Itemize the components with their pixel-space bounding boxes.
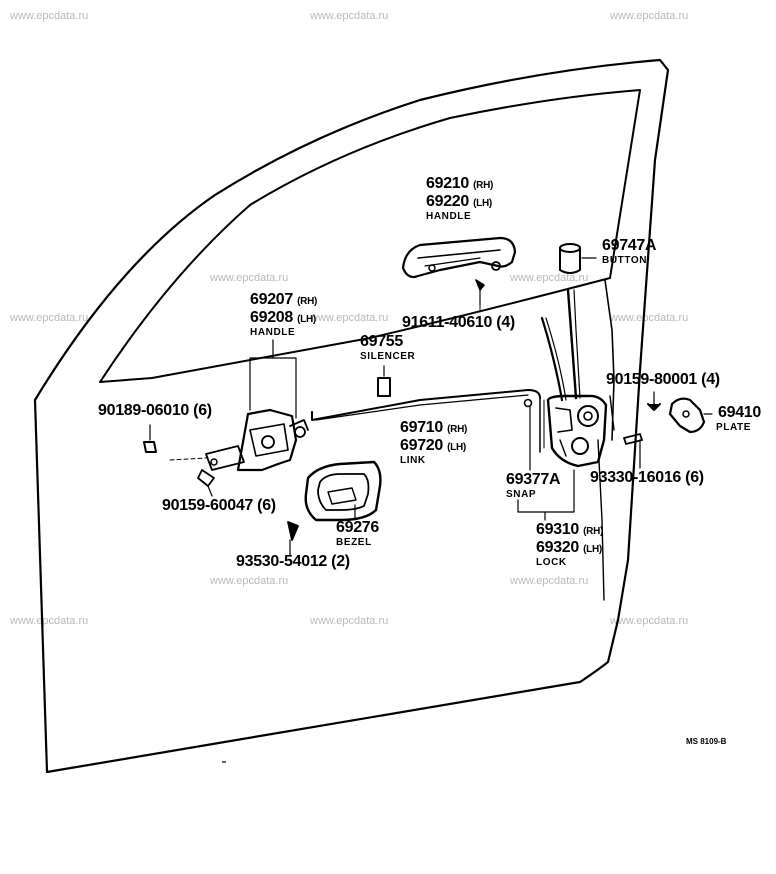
label-screw-inner: 90159-60047 (6): [162, 497, 276, 514]
label-link: 69710 (RH) 69720 (LH) LINK: [400, 419, 468, 466]
label-bezel: 69276 BEZEL: [336, 519, 379, 548]
label-inner-handle: 69207 (RH) 69208 (LH) HANDLE: [250, 291, 318, 338]
watermark: www.epcdata.ru: [210, 272, 289, 284]
label-silencer: 69755 SILENCER: [360, 333, 416, 362]
watermark: www.epcdata.ru: [310, 615, 389, 627]
watermark: www.epcdata.ru: [510, 272, 589, 284]
drawing-reference: MS 8109-B: [686, 737, 727, 746]
label-outer-handle: 69210 (RH) 69220 (LH) HANDLE: [426, 175, 494, 222]
lock-drawing: [539, 394, 608, 468]
watermark: www.epcdata.ru: [610, 312, 689, 324]
watermark: www.epcdata.ru: [310, 10, 389, 22]
door-outline: [33, 58, 670, 774]
watermark: www.epcdata.ru: [10, 615, 89, 627]
label-plate: 69410 PLATE: [716, 404, 761, 433]
inner-handle-drawing: [169, 408, 309, 472]
watermark: www.epcdata.ru: [210, 575, 289, 587]
label-lock: 69310 (RH) 69320 (LH) LOCK: [536, 521, 604, 568]
label-screw-handle: 91611-40610 (4): [402, 314, 515, 331]
watermark: www.epcdata.ru: [10, 10, 89, 22]
button-drawing: [559, 243, 597, 274]
watermark: www.epcdata.ru: [10, 312, 89, 324]
label-snap: 69377A SNAP: [506, 471, 561, 500]
label-screw-plate: 93330-16016 (6): [590, 469, 704, 486]
watermark: www.epcdata.ru: [610, 615, 689, 627]
label-button: 69747A BUTTON: [602, 237, 657, 266]
label-screw-bezel: 93530-54012 (2): [236, 553, 350, 570]
watermark: www.epcdata.ru: [610, 10, 689, 22]
label-nut: 90189-06010 (6): [98, 402, 212, 419]
plate-drawing: [668, 397, 713, 434]
outer-handle-drawing: [401, 236, 517, 279]
link-rod: [311, 389, 541, 421]
silencer-drawing: [377, 365, 391, 397]
window-frame: [99, 89, 641, 383]
watermark: www.epcdata.ru: [510, 575, 589, 587]
label-screw-lock: 90159-80001 (4): [606, 371, 720, 388]
bezel-drawing: [304, 460, 382, 522]
watermark: www.epcdata.ru: [310, 312, 389, 324]
